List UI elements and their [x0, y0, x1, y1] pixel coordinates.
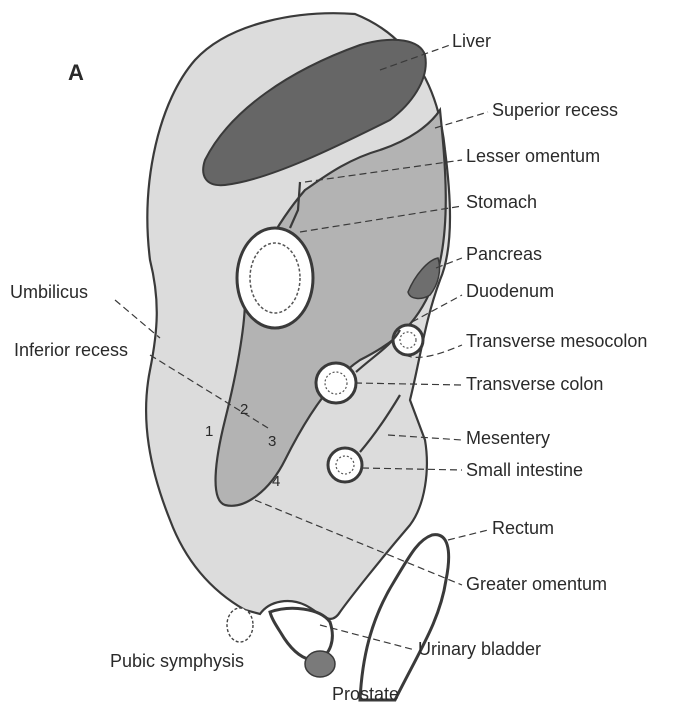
leader-rectum [448, 530, 488, 540]
label-mesentery: Mesentery [466, 428, 550, 448]
label-prostate: Prostate [332, 684, 399, 704]
pubic-symphysis [227, 608, 253, 642]
label-duodenum: Duodenum [466, 281, 554, 301]
label-transverse-mesocolon: Transverse mesocolon [466, 331, 647, 351]
label-rectum: Rectum [492, 518, 554, 538]
label-lesser-omentum: Lesser omentum [466, 146, 600, 166]
label-urinary-bladder: Urinary bladder [418, 639, 541, 659]
label-superior-recess: Superior recess [492, 100, 618, 120]
layer-number-3: 3 [268, 433, 276, 450]
label-transverse-colon: Transverse colon [466, 374, 603, 394]
small-intestine-lumen [336, 456, 354, 474]
stomach-lumen [250, 243, 300, 313]
label-pancreas: Pancreas [466, 244, 542, 264]
label-pubic-symphysis: Pubic symphysis [110, 651, 244, 671]
layer-number-4: 4 [272, 473, 280, 490]
label-small-intestine: Small intestine [466, 460, 583, 480]
label-greater-omentum: Greater omentum [466, 574, 607, 594]
panel-letter: A [68, 60, 84, 85]
leader-umbilicus [115, 300, 160, 338]
layer-number-1: 1 [205, 423, 213, 440]
layer-number-2: 2 [240, 401, 248, 418]
label-liver: Liver [452, 31, 491, 51]
leader-superior-recess [435, 112, 488, 128]
prostate [305, 651, 335, 677]
label-umbilicus: Umbilicus [10, 282, 88, 302]
label-stomach: Stomach [466, 192, 537, 212]
transverse-colon-lumen [325, 372, 347, 394]
duodenum-lumen [400, 332, 416, 348]
label-inferior-recess: Inferior recess [14, 340, 128, 360]
